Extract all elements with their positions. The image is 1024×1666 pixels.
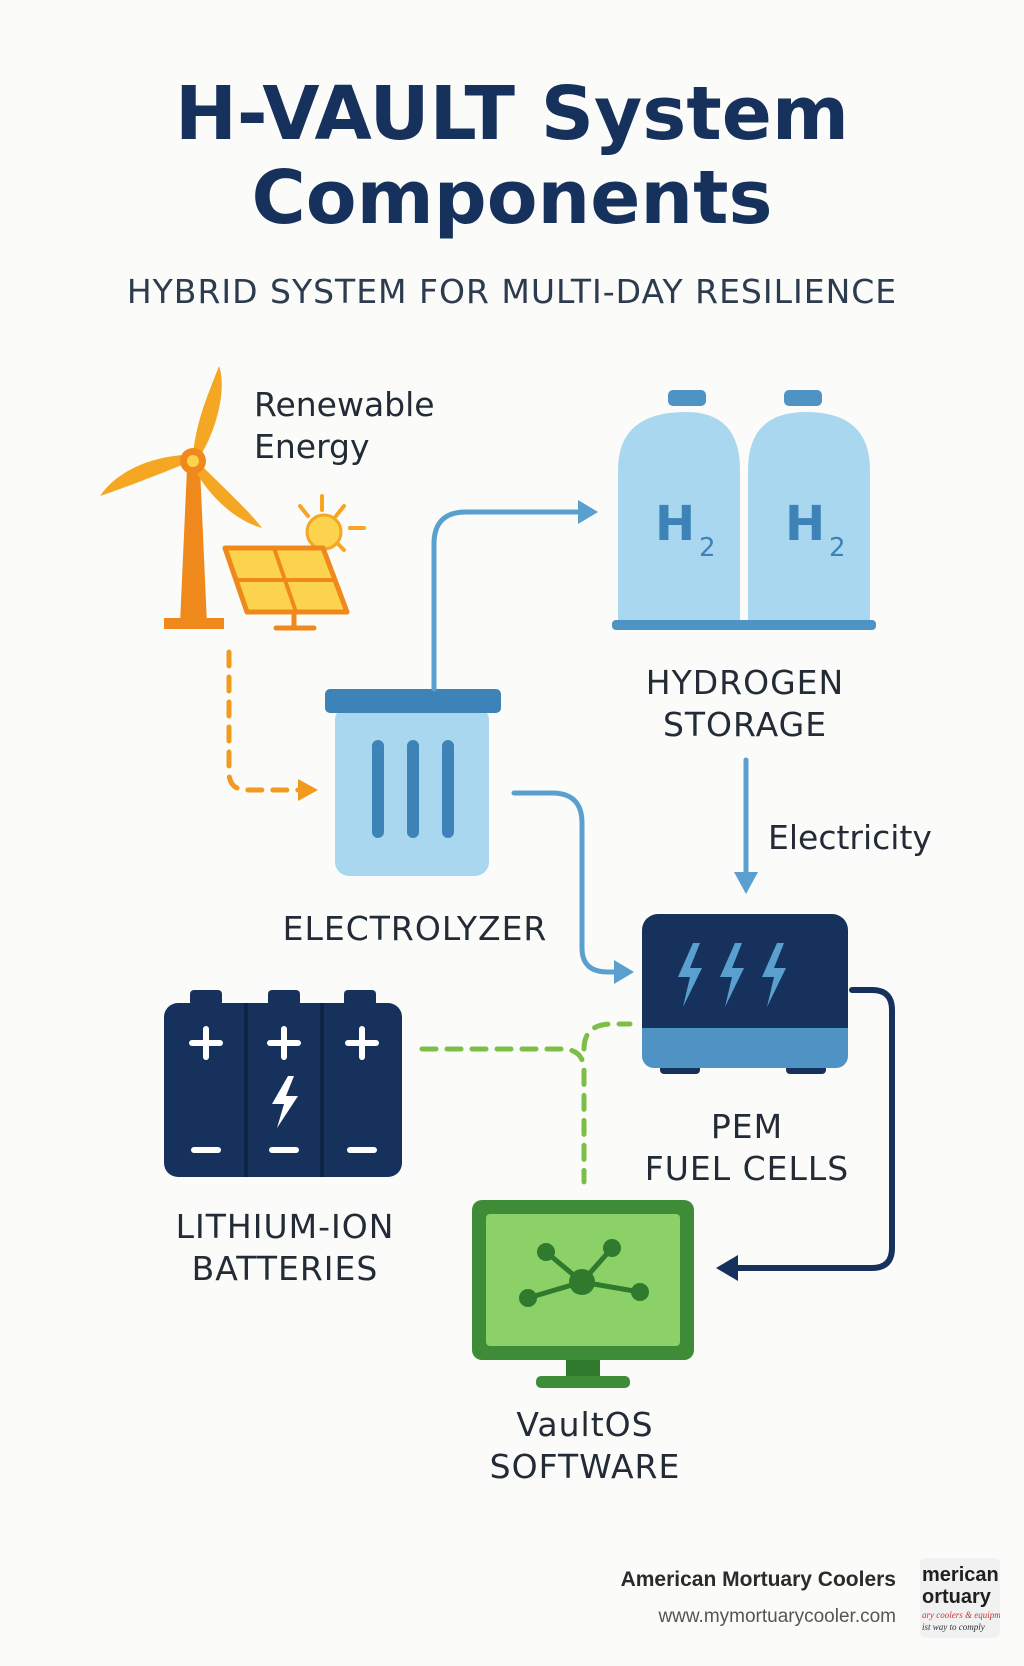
hydrogen-tank-label-2: H 2 [785, 496, 846, 563]
company-logo: merican ortuary ary coolers & equipment … [920, 1558, 1000, 1638]
hydrogen-storage-label: HYDROGEN STORAGE [610, 662, 880, 746]
hydrogen-storage-label-line-2: STORAGE [662, 705, 828, 744]
electrolyzer-icon [325, 689, 501, 876]
fuel-cell-icon [642, 914, 848, 1074]
renewable-label-line-1: Renewable [254, 385, 435, 424]
storage-to-fuelcell-arrow [734, 757, 758, 894]
electrolyzer-to-fuelcell-arrow [511, 790, 634, 984]
software-monitor-icon [472, 1200, 694, 1388]
logo-text-4: ist way to comply [922, 1622, 985, 1632]
svg-text:2: 2 [699, 533, 716, 563]
page-title: H-VAULT System Components [0, 72, 1024, 240]
title-line-2: Components [251, 155, 773, 241]
svg-text:H: H [785, 496, 825, 552]
fuelcell-to-software-arrow [716, 987, 895, 1281]
logo-text-1: merican [922, 1564, 999, 1586]
footer-brand: American Mortuary Coolers [620, 1568, 896, 1591]
title-line-1: H-VAULT System [175, 71, 849, 157]
renewable-flow-arrow [226, 649, 318, 801]
hydrogen-tank-label-1: H 2 [655, 496, 716, 563]
electricity-label: Electricity [768, 818, 932, 857]
footer-url: www.mymortuarycooler.com [658, 1606, 896, 1627]
batteries-label-line-1: LITHIUM-ION [175, 1207, 395, 1246]
batteries-label: LITHIUM-ION BATTERIES [130, 1206, 440, 1290]
svg-text:2: 2 [829, 533, 846, 563]
renewable-energy-label: Renewable Energy [254, 384, 435, 468]
renewable-label-line-2: Energy [254, 427, 370, 466]
battery-icon [164, 990, 402, 1177]
electrolyzer-label: ELECTROLYZER [282, 909, 548, 948]
wind-turbine-icon [100, 366, 262, 629]
fuel-cells-label-line-2: FUEL CELLS [644, 1149, 850, 1188]
hydrogen-storage-label-line-1: HYDROGEN [645, 663, 845, 702]
fuel-cells-label: PEM FUEL CELLS [612, 1106, 882, 1190]
battery-software-link [419, 1021, 633, 1185]
logo-text-3: ary coolers & equipment [922, 1610, 1000, 1620]
logo-text-2: ortuary [922, 1586, 991, 1608]
software-label-line-1: VaultOS [516, 1405, 654, 1444]
batteries-label-line-2: BATTERIES [191, 1249, 379, 1288]
fuel-cells-label-line-1: PEM [710, 1107, 784, 1146]
software-label: VaultOS SOFTWARE [440, 1404, 730, 1488]
solar-panel-icon [222, 494, 366, 631]
hydrogen-tanks-icon [612, 390, 876, 630]
page-subtitle: HYBRID SYSTEM FOR MULTI-DAY RESILIENCE [126, 272, 898, 311]
software-label-line-2: SOFTWARE [489, 1447, 681, 1486]
electrolyzer-to-storage-arrow [431, 500, 598, 692]
svg-text:H: H [655, 496, 695, 552]
